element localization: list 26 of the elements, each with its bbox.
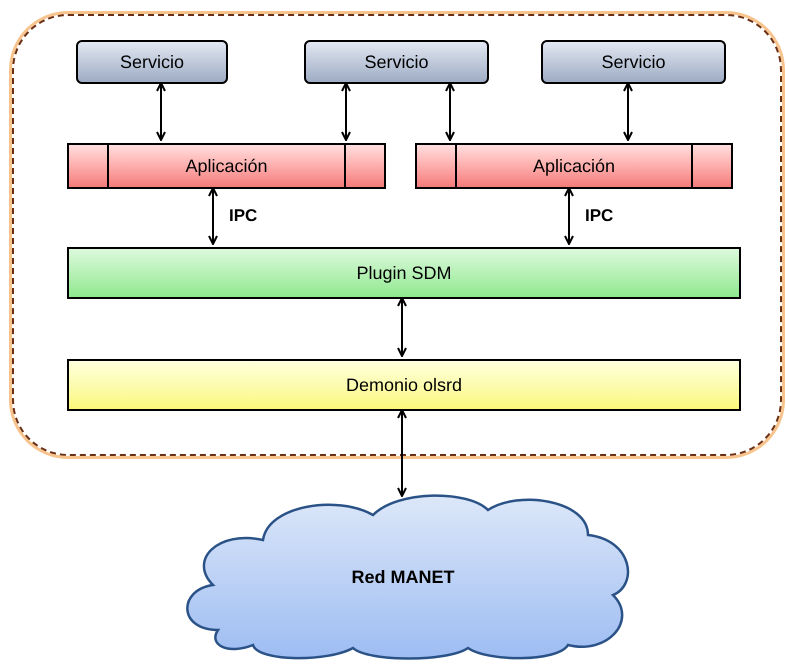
edge-label: IPC bbox=[227, 207, 260, 224]
edge-label: IPC bbox=[583, 207, 616, 224]
service-box bbox=[541, 40, 726, 84]
double-arrow bbox=[445, 82, 455, 141]
plugin-bar bbox=[67, 247, 741, 299]
application-bar bbox=[67, 143, 386, 189]
node-label: Aplicación bbox=[185, 154, 268, 178]
node-label: Plugin SDM bbox=[356, 262, 452, 285]
double-arrow bbox=[397, 297, 407, 357]
node-label: Aplicación bbox=[532, 154, 616, 178]
double-arrow bbox=[564, 187, 574, 245]
service-box bbox=[304, 40, 489, 84]
node-label: Red MANET bbox=[352, 566, 454, 588]
double-arrow bbox=[341, 82, 351, 141]
node-label: Servicio bbox=[364, 50, 429, 74]
node-label: Servicio bbox=[120, 50, 184, 74]
double-arrow bbox=[623, 82, 633, 141]
double-arrow bbox=[208, 187, 218, 245]
application-bar bbox=[415, 143, 733, 189]
node-label: Demonio olsrd bbox=[346, 374, 462, 396]
service-box bbox=[76, 40, 228, 84]
double-arrow bbox=[397, 409, 407, 497]
double-arrow bbox=[156, 82, 166, 141]
dashed-container bbox=[12, 14, 782, 456]
daemon-bar bbox=[67, 359, 741, 411]
node-label: Servicio bbox=[601, 50, 666, 74]
